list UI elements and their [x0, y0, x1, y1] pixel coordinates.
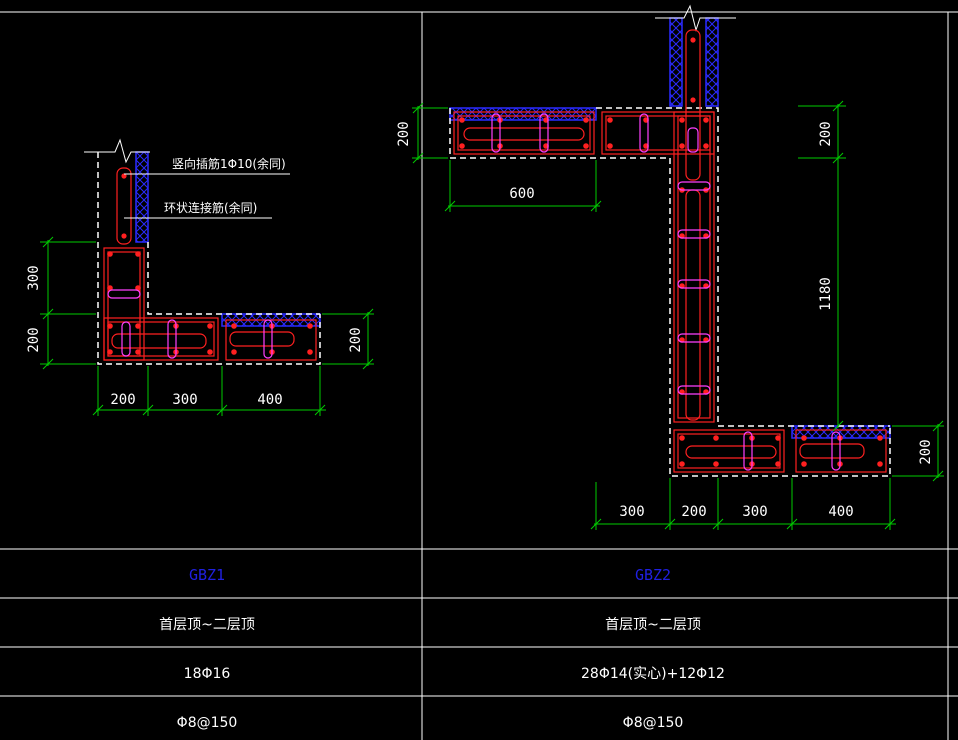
gbz2-masonry-wall-top-right: [705, 17, 719, 107]
table-elevation-gbz1: 首层顶~二层顶: [159, 617, 255, 633]
gbz1-ties: [107, 289, 273, 359]
gbz2-section: 200 600 200 1180 200 300 200 300 400: [396, 4, 944, 530]
table-name-gbz1: GBZ1: [189, 566, 225, 584]
gbz1-dim-200: 200: [110, 392, 135, 408]
gbz2-ties: [491, 113, 841, 471]
table-longitudinal-gbz1: 18Φ16: [184, 666, 231, 682]
gbz2-masonry-wall-top-left: [669, 17, 683, 107]
gbz2-masonry-wall-left: [449, 107, 597, 121]
gbz2-dim-400: 400: [828, 504, 853, 520]
gbz1-break-symbol: [84, 138, 150, 164]
gbz2-rebar: [453, 29, 887, 473]
gbz1-dimensions: [40, 236, 374, 416]
table-name-gbz2: GBZ2: [635, 566, 671, 584]
gbz2-dim-300b: 300: [742, 504, 767, 520]
gbz2-outline: [449, 107, 891, 477]
gbz1-dim-300: 300: [172, 392, 197, 408]
gbz1-note-ring-bar: 环状连接筋(余同): [164, 200, 257, 215]
gbz2-dimensions: [412, 100, 944, 530]
gbz2-break-symbol: [655, 4, 736, 32]
schedule-table: GBZ1 GBZ2 首层顶~二层顶 首层顶~二层顶 18Φ16 28Φ14(实心…: [159, 566, 725, 731]
gbz1-dim-200-right: 200: [348, 327, 364, 352]
gbz1-rebar: [103, 167, 317, 361]
gbz2-dim-300a: 300: [619, 504, 644, 520]
gbz1-dim-300-vertical: 300: [26, 265, 42, 290]
gbz2-dim-200: 200: [681, 504, 706, 520]
table-stirrup-gbz2: Φ8@150: [623, 715, 684, 731]
gbz1-note-vertical-bar: 竖向插筋1Φ10(余同): [172, 156, 286, 171]
gbz2-dim-600: 600: [509, 186, 534, 202]
gbz1-section: 竖向插筋1Φ10(余同) 环状连接筋(余同) 300 200 200 300 4…: [26, 138, 374, 416]
gbz2-dim-1180: 1180: [818, 277, 834, 311]
gbz1-masonry-wall-top: [135, 151, 149, 243]
gbz1-dim-400: 400: [257, 392, 282, 408]
table-longitudinal-gbz2: 28Φ14(实心)+12Φ12: [581, 666, 725, 682]
table-elevation-gbz2: 首层顶~二层顶: [605, 617, 701, 633]
gbz2-dim-200-right: 200: [818, 121, 834, 146]
gbz1-outline: [97, 152, 321, 365]
table-stirrup-gbz1: Φ8@150: [177, 715, 238, 731]
gbz2-dim-200-left: 200: [396, 121, 412, 146]
gbz1-dim-200-vertical: 200: [26, 327, 42, 352]
gbz2-dim-200-bottom-right: 200: [918, 439, 934, 464]
drawing-frame: [0, 11, 958, 740]
